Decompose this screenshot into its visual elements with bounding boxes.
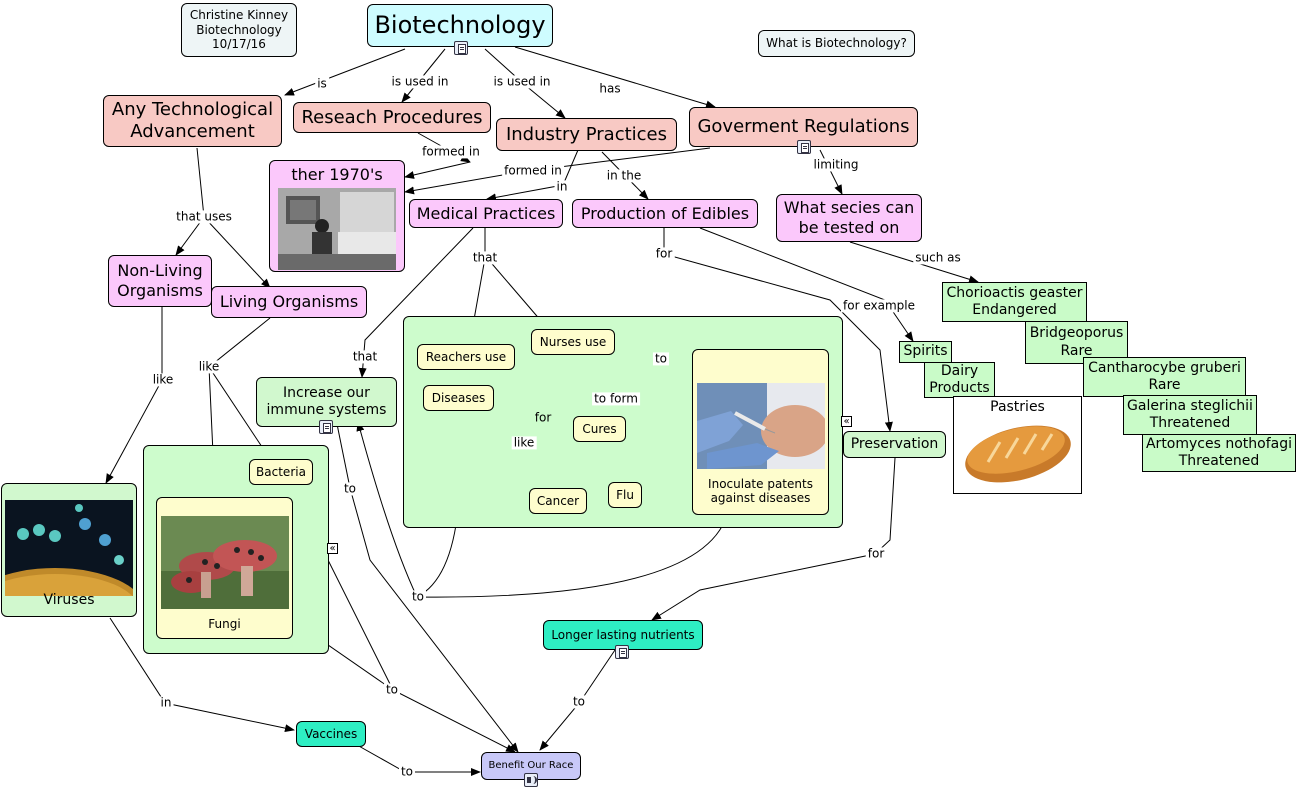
link-label-for: for — [532, 410, 554, 425]
link-label-to: to — [383, 682, 401, 697]
inoculate-node[interactable]: Inoculate patents against diseases — [692, 349, 829, 515]
what-is-biotechnology-node[interactable]: What is Biotechnology? — [758, 30, 915, 57]
link-label-has: has — [597, 81, 623, 96]
pastries-node[interactable]: Pastries — [953, 396, 1082, 494]
link-label-to: to — [341, 481, 359, 496]
link-label-that: that — [470, 250, 500, 265]
link-label-to: to — [652, 351, 670, 366]
nurses-use-node[interactable]: Nurses use — [531, 329, 615, 355]
link-label-for: for — [865, 546, 887, 561]
author-info: Christine Kinney Biotechnology 10/17/16 — [181, 3, 297, 57]
link-label-for: for — [653, 246, 675, 261]
link-label-in-the: in the — [604, 168, 644, 183]
link-label-like: like — [511, 435, 537, 450]
pastries-label: Pastries — [990, 399, 1045, 415]
injection-photo — [696, 382, 825, 469]
collapse-icon[interactable]: « — [841, 416, 852, 427]
link-label-to: to — [398, 764, 416, 779]
non-living-organisms-node[interactable]: Non-Living Organisms — [108, 255, 212, 307]
link-label-for-example: for example — [841, 298, 917, 313]
any-technological-advancement-node[interactable]: Any Technological Advancement — [103, 95, 282, 147]
link-label-formed-in: formed in — [420, 144, 482, 159]
link-label-such-as: such as — [913, 250, 963, 265]
resource-icon[interactable] — [797, 140, 811, 154]
viruses-node[interactable]: Viruses — [1, 483, 137, 617]
the-1970s-node[interactable]: ther 1970's — [269, 160, 405, 272]
link-label-to: to — [409, 589, 427, 604]
fungi-node[interactable]: Fungi — [156, 497, 293, 639]
link-label-that-uses: that uses — [174, 209, 234, 224]
living-organisms-node[interactable]: Living Organisms — [211, 286, 367, 318]
link-label-like: like — [150, 372, 176, 387]
flu-node[interactable]: Flu — [608, 482, 642, 508]
production-of-edibles-node[interactable]: Production of Edibles — [572, 199, 758, 228]
speaker-icon[interactable] — [524, 773, 538, 787]
chorioactis-node[interactable]: Chorioactis geaster Endangered — [942, 282, 1087, 322]
link-label-to: to — [570, 694, 588, 709]
inoculate-label: Inoculate patents against diseases — [708, 476, 813, 506]
species-tested-node[interactable]: What secies can be tested on — [776, 194, 922, 242]
viruses-label: Viruses — [43, 592, 95, 608]
lab-photo — [278, 187, 396, 270]
fungi-photo — [160, 516, 289, 610]
link-label-formed-in: formed in — [502, 163, 564, 178]
government-regulations-node[interactable]: Goverment Regulations — [689, 107, 918, 147]
resource-icon[interactable] — [454, 41, 468, 55]
link-label-in: in — [554, 179, 570, 194]
cancer-node[interactable]: Cancer — [529, 488, 587, 514]
bridgeoporus-node[interactable]: Bridgeoporus Rare — [1025, 321, 1128, 364]
resource-icon[interactable] — [319, 420, 333, 434]
research-procedures-node[interactable]: Reseach Procedures — [293, 102, 491, 133]
link-label-to-form: to form — [592, 391, 640, 406]
artomyces-node[interactable]: Artomyces nothofagi Threatened — [1142, 434, 1296, 472]
fungi-label: Fungi — [208, 617, 241, 632]
spirits-node[interactable]: Spirits — [899, 341, 952, 363]
bacteria-node[interactable]: Bacteria — [249, 459, 313, 485]
link-label-is: is — [315, 76, 329, 91]
galerina-node[interactable]: Galerina steglichii Threatened — [1123, 395, 1257, 435]
link-label-that: that — [350, 349, 380, 364]
longer-lasting-nutrients-node[interactable]: Longer lasting nutrients — [543, 620, 703, 650]
cantharocybe-node[interactable]: Cantharocybe gruberi Rare — [1083, 357, 1246, 397]
collapse-icon[interactable]: « — [327, 543, 338, 554]
vaccines-node[interactable]: Vaccines — [296, 721, 366, 747]
preservation-node[interactable]: Preservation — [843, 431, 946, 458]
industry-practices-node[interactable]: Industry Practices — [496, 118, 677, 151]
link-label-is-used-in: is used in — [389, 74, 451, 89]
link-label-like: like — [196, 359, 222, 374]
medical-practices-node[interactable]: Medical Practices — [409, 199, 563, 228]
diseases-node[interactable]: Diseases — [423, 385, 494, 411]
virus-photo — [5, 500, 133, 596]
the-1970s-label: ther 1970's — [291, 165, 383, 184]
bread-photo — [964, 425, 1071, 483]
cures-node[interactable]: Cures — [573, 416, 626, 442]
increase-immune-systems-node[interactable]: Increase our immune systems — [256, 377, 397, 427]
resource-icon[interactable] — [615, 645, 629, 659]
dairy-products-node[interactable]: Dairy Products — [924, 362, 995, 398]
reachers-use-node[interactable]: Reachers use — [417, 344, 515, 370]
link-label-in: in — [158, 695, 174, 710]
link-label-is-used-in: is used in — [491, 74, 553, 89]
link-label-limiting: limiting — [811, 157, 861, 172]
